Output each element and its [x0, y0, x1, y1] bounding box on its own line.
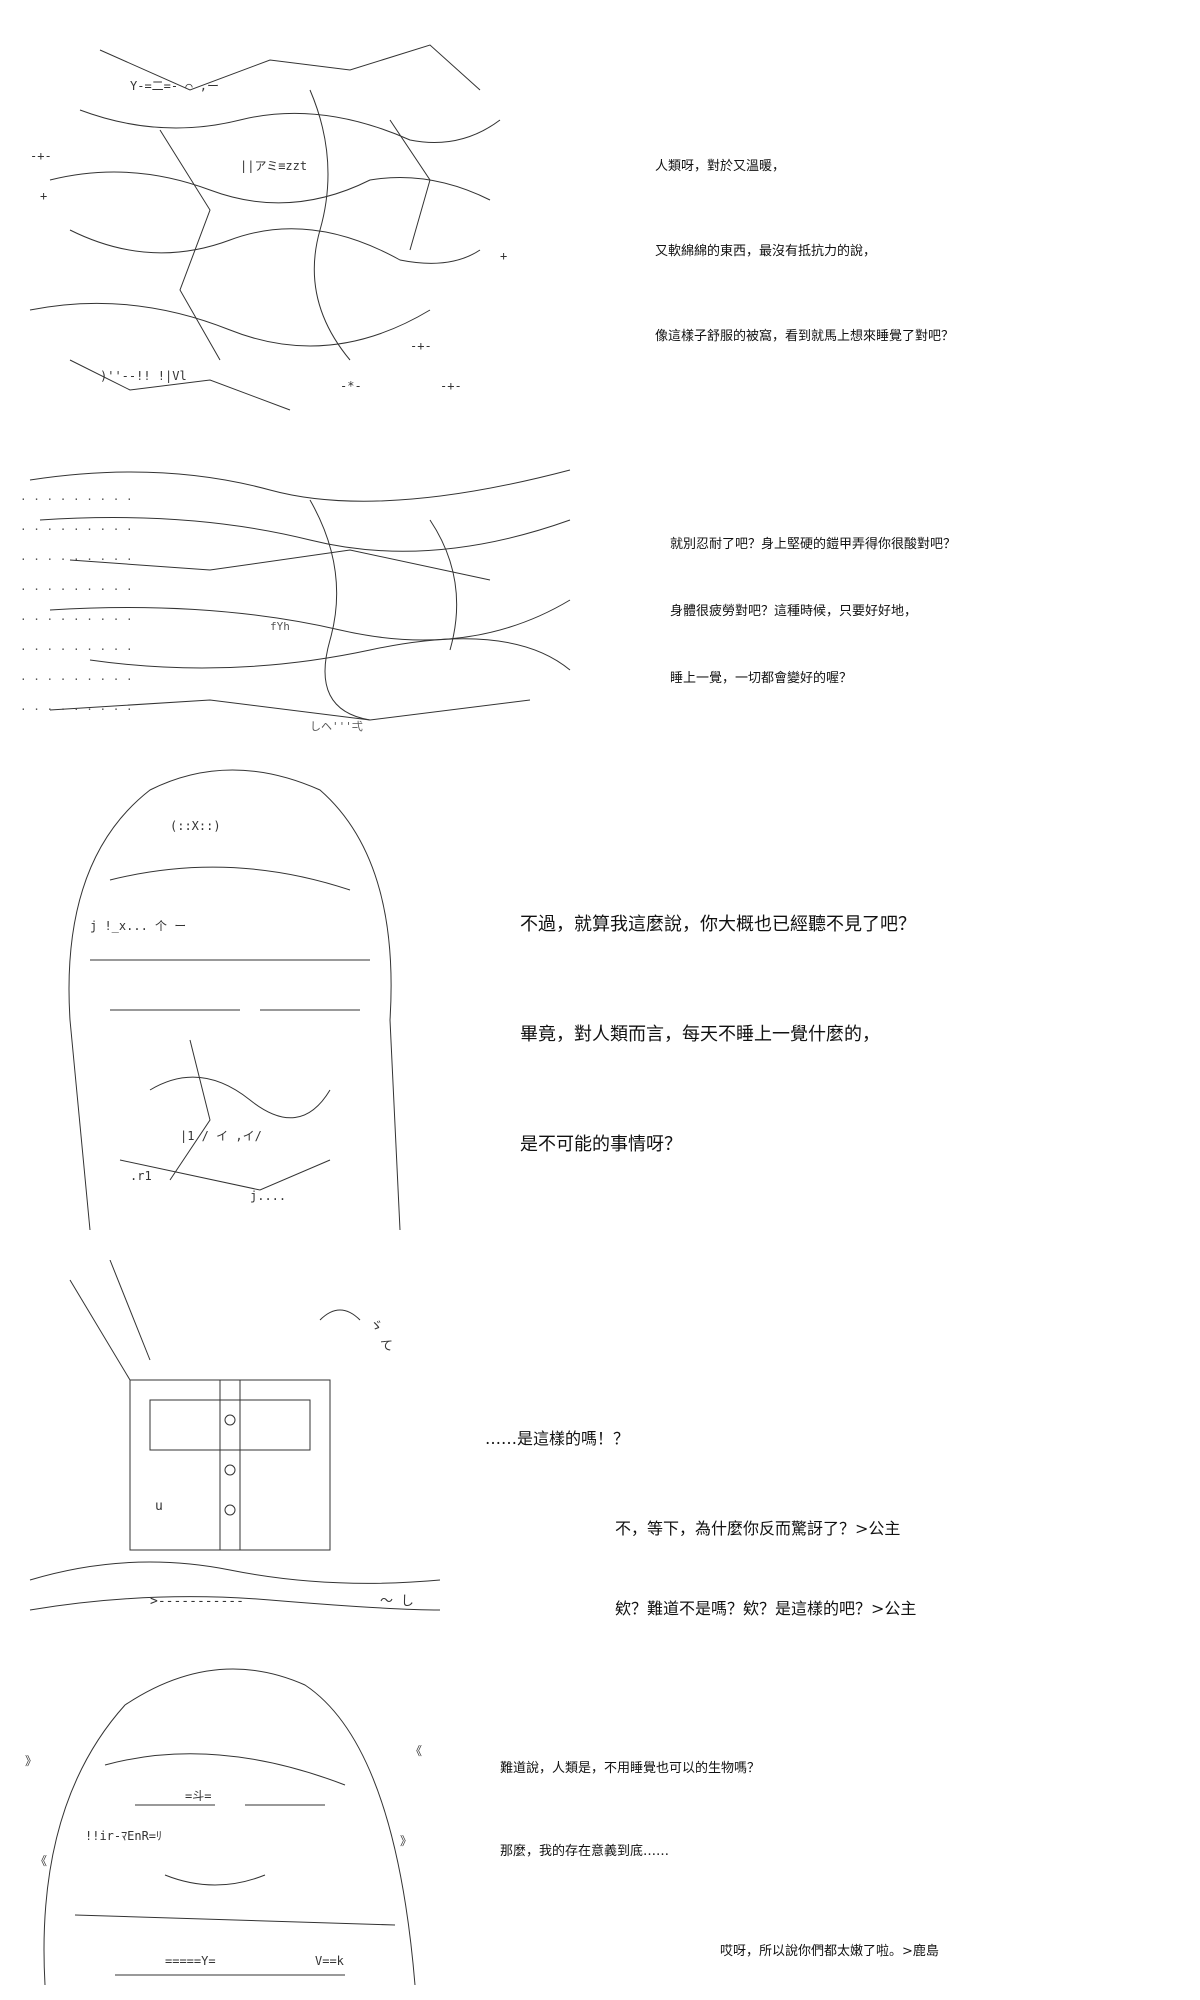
svg-text:u: u	[155, 1499, 163, 1514]
svg-text:||アミ≡zzt: ||アミ≡zzt	[240, 159, 307, 173]
svg-text:《: 《	[410, 1744, 422, 1758]
ascii-art-sleeping-figure: -+- + + -+- -*- -+- ||アミ≡zzt Y-=二=- ⌒ ,ー )'…	[10, 30, 530, 430]
svg-text:j....: j....	[250, 1189, 286, 1203]
svg-text:しヘ'''弌: しヘ'''弌	[310, 720, 363, 733]
svg-text:V==k: V==k	[315, 1954, 345, 1968]
svg-text:《: 《	[35, 1854, 47, 1868]
panel-1: -+- + + -+- -*- -+- ||アミ≡zzt Y-=二=- ⌒ ,ー )'…	[0, 0, 1200, 440]
dialogue-line: 就別忍耐了吧？身上堅硬的鎧甲弄得你很酸對吧？	[670, 537, 957, 552]
dialogue-line: 又軟綿綿的東西，最沒有抵抗力的說，	[655, 244, 877, 259]
panel-2: . . . . . . . . . . . . . . . . . . . . …	[0, 440, 1200, 740]
svg-text:. . . . . . . . .: . . . . . . . . .	[20, 580, 133, 593]
dialogue-line: 不過，就算我這麼說，你大概也已經聽不見了吧？	[520, 914, 916, 935]
dialogue-line: 身體很疲勞對吧？這種時候，只要好好地，	[670, 604, 918, 619]
svg-text:. . . . . . . . .: . . . . . . . . .	[20, 640, 133, 653]
dialogue-line: 是不可能的事情呀？	[520, 1134, 682, 1155]
dialogue-line: 那麼，我的存在意義到底……	[500, 1844, 670, 1859]
svg-text:-+-: -+-	[30, 149, 52, 163]
svg-text:!!ir-ﾏEnR=ﾘ: !!ir-ﾏEnR=ﾘ	[85, 1829, 162, 1843]
svg-text:-*-: -*-	[340, 379, 362, 393]
svg-text:. . . . . . . . .: . . . . . . . . .	[20, 700, 133, 713]
svg-text:+: +	[500, 249, 507, 263]
svg-text:(::X::): (::X::)	[170, 819, 221, 833]
ascii-art-girl-portrait: 》《 《》 =斗= !!ir-ﾏEnR=ﾘ =====Y= V==k	[15, 1645, 445, 1990]
panel-3: (::X::) j !_x... 个 ー |1 / イ ,イ/ j.... .r…	[0, 750, 1200, 1230]
panel-4: u ゞ て >----------- 〜 し ……是這樣的嗎！？ 不，等下，為什…	[0, 1240, 1200, 1640]
svg-text:て: て	[380, 1339, 393, 1354]
dialogue-line: 不，等下，為什麼你反而驚訝了？>公主	[615, 1519, 901, 1538]
svg-text:. . . . . . . . .: . . . . . . . . .	[20, 670, 133, 683]
dialogue-line: 畢竟，對人類而言，每天不睡上一覺什麼的，	[520, 1024, 880, 1045]
dialogue-line: 睡上一覺，一切都會變好的喔？	[670, 671, 853, 686]
svg-text:. . . . . . . . .: . . . . . . . . .	[20, 550, 133, 563]
svg-text:.r1: .r1	[130, 1169, 152, 1183]
svg-text:j !_x... 个 ー: j !_x... 个 ー	[90, 919, 186, 933]
dialogue-line: 哎呀，所以說你們都太嫩了啦。>鹿島	[720, 1944, 939, 1959]
svg-text:)''--!! !|Vl: )''--!! !|Vl	[100, 369, 187, 383]
svg-text:Y-=二=- ⌒ ,ー: Y-=二=- ⌒ ,ー	[130, 79, 219, 93]
panel-5: 》《 《》 =斗= !!ir-ﾏEnR=ﾘ =====Y= V==k 難道說，人…	[0, 1640, 1200, 2000]
svg-text:. . . . . . . . .: . . . . . . . . .	[20, 520, 133, 533]
svg-text:ゞ: ゞ	[370, 1319, 383, 1334]
ascii-art-reclining-figure: . . . . . . . . . . . . . . . . . . . . …	[10, 450, 600, 735]
svg-text:. . . . . . . . .: . . . . . . . . .	[20, 610, 133, 623]
ascii-art-armored-knight-in-bed: u ゞ て >----------- 〜 し	[10, 1260, 450, 1630]
svg-text:. . . . . . . . .: . . . . . . . . .	[20, 490, 133, 503]
svg-text:fYh: fYh	[270, 620, 290, 633]
svg-text:-+-: -+-	[440, 379, 462, 393]
svg-text:-+-: -+-	[410, 339, 432, 353]
dialogue-line: 難道說，人類是，不用睡覺也可以的生物嗎？	[500, 1761, 761, 1776]
svg-text:=斗=: =斗=	[185, 1789, 211, 1803]
ascii-art-long-haired-girl: (::X::) j !_x... 个 ー |1 / イ ,イ/ j.... .r…	[30, 760, 420, 1230]
svg-text:=====Y=: =====Y=	[165, 1954, 216, 1968]
dialogue-line: 欸？難道不是嗎？欸？是這樣的吧？>公主	[615, 1599, 917, 1618]
svg-text:》: 》	[25, 1754, 37, 1768]
svg-text:+: +	[40, 189, 47, 203]
svg-text:|1 / イ ,イ/: |1 / イ ,イ/	[180, 1129, 262, 1143]
dialogue-line: 像這樣子舒服的被窩，看到就馬上想來睡覺了對吧？	[655, 329, 955, 344]
dialogue-line: 人類呀，對於又溫暖，	[655, 159, 786, 174]
svg-text:>-----------: >-----------	[150, 1594, 244, 1609]
svg-text:〜 し: 〜 し	[380, 1594, 414, 1609]
svg-text:》: 》	[400, 1834, 412, 1848]
dialogue-line: ……是這樣的嗎！？	[485, 1429, 630, 1448]
